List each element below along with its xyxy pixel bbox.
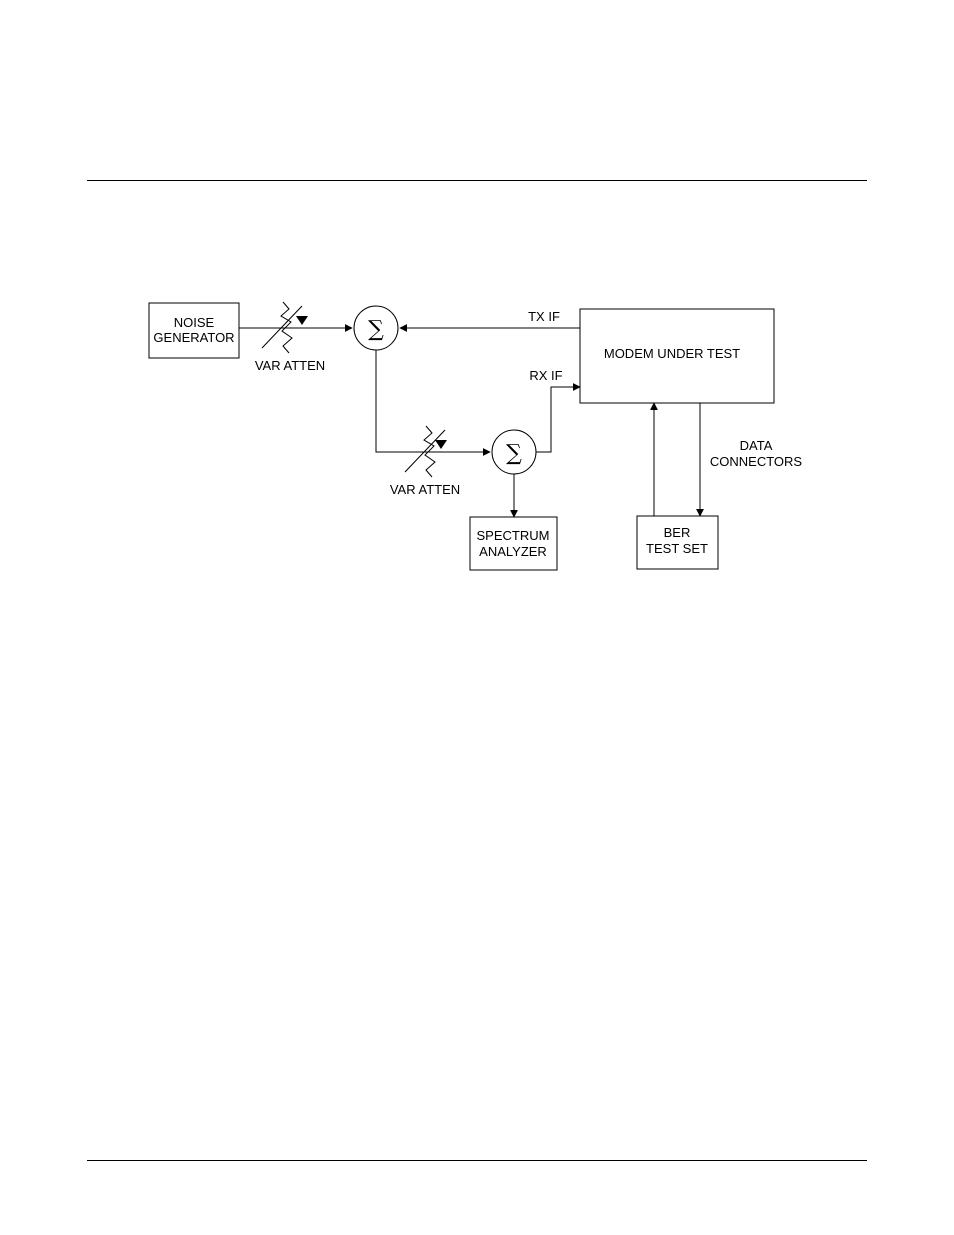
spectrum-analyzer-block: SPECTRUM ANALYZER	[469, 516, 558, 571]
tx-if-label: TX IF	[528, 309, 560, 324]
rx-if-label: RX IF	[529, 368, 562, 383]
data-connectors-label-line-1: DATA	[740, 438, 773, 453]
noise-generator-label-line-2: GENERATOR	[153, 330, 234, 345]
ber-test-set-label-line-1: BER	[664, 525, 691, 540]
spectrum-analyzer-label-line-2: ANALYZER	[479, 544, 547, 559]
modem-label: MODEM UNDER TEST	[604, 346, 740, 361]
summer-2-symbol: ∑	[506, 441, 522, 466]
var-atten-1-label: VAR ATTEN	[255, 358, 325, 373]
summer-1-to-summer-2-line	[375, 350, 491, 456]
noise-generator-block: NOISE GENERATOR	[148, 302, 240, 359]
modem-under-test-block: MODEM UNDER TEST	[579, 308, 775, 404]
noise-generator-label-line-1: NOISE	[174, 315, 215, 330]
data-connectors-label-line-2: CONNECTORS	[710, 454, 803, 469]
summer-2: ∑	[491, 429, 537, 475]
var-atten-2-symbol	[404, 425, 447, 478]
summer-1: ∑	[353, 305, 399, 351]
summer-1-symbol: ∑	[368, 317, 384, 342]
spectrum-analyzer-label-line-1: SPECTRUM	[477, 528, 550, 543]
ber-test-set-label-line-2: TEST SET	[646, 541, 708, 556]
var-atten-2-label: VAR ATTEN	[390, 482, 460, 497]
var-atten-1-symbol	[261, 301, 308, 354]
rx-if-line	[536, 383, 581, 453]
footer-rule	[87, 1160, 867, 1161]
header-rule	[87, 180, 867, 181]
ber-test-set-block: BER TEST SET	[636, 515, 719, 570]
